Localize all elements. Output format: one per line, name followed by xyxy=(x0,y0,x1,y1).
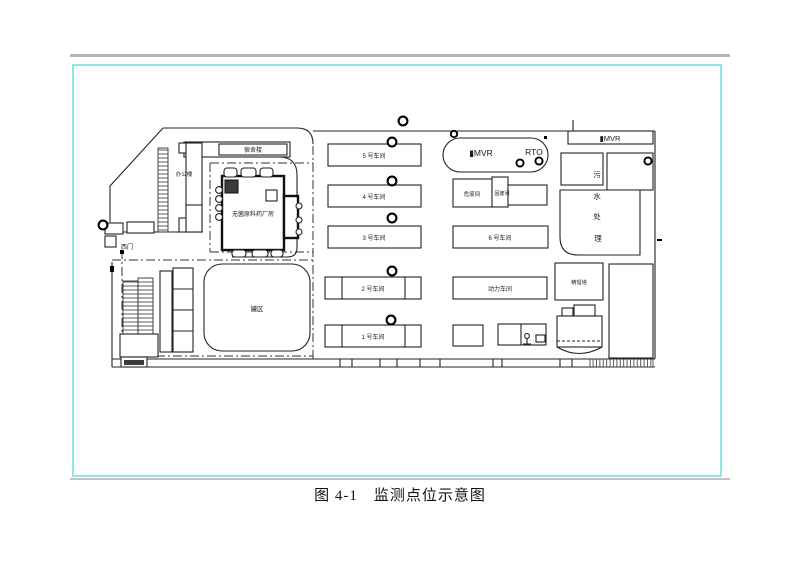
dormitory-building xyxy=(183,141,291,158)
site-plan-drawing: 西门 宿舍楼 办公楼 xyxy=(97,115,662,368)
distillation-tower-label: 精馏塔 xyxy=(571,278,587,286)
dormitory-label: 宿舍楼 xyxy=(244,146,262,154)
workshop-5-building xyxy=(327,143,422,167)
workshop-2-label: 2 号车间 xyxy=(361,285,384,293)
mvr-building-label: ▮MVR xyxy=(600,134,621,143)
workshop-6-building xyxy=(452,225,549,249)
boundary-node-dots xyxy=(110,136,662,272)
site-boundary xyxy=(109,120,656,368)
workshop-2-building xyxy=(324,276,422,300)
sewage-treatment-label: 污 水 处 理 xyxy=(593,170,602,243)
monitoring-point xyxy=(386,265,398,277)
monitoring-point xyxy=(449,129,459,139)
tower-auxiliary-building xyxy=(556,304,603,355)
workshop-6-label: 6 号车间 xyxy=(488,234,511,242)
solid-waste-label: 固废间 xyxy=(494,190,509,197)
workshop-1-building xyxy=(324,324,422,348)
sterile-api-plant xyxy=(215,167,303,258)
svg-text:处: 处 xyxy=(593,211,601,221)
workshop-3-label: 3 号车间 xyxy=(362,234,385,242)
waste-rooms-building xyxy=(452,176,548,208)
top-divider xyxy=(70,54,730,57)
workshop-1-label: 1 号车间 xyxy=(361,333,384,341)
tank-area xyxy=(203,263,311,352)
pump-house xyxy=(497,323,547,346)
west-gate-label: 西门 xyxy=(121,243,133,251)
workshop-5-label: 5 号车间 xyxy=(362,152,385,160)
road-tick-marks xyxy=(339,359,573,367)
tank-area-label: 罐区 xyxy=(251,304,264,313)
monitoring-point xyxy=(643,156,653,166)
mvr-building xyxy=(567,130,654,145)
distillation-tower-building xyxy=(554,262,604,301)
monitoring-point xyxy=(386,175,398,187)
monitoring-points xyxy=(97,115,653,326)
svg-text:理: 理 xyxy=(594,234,602,243)
bottom-left-structures xyxy=(119,267,194,368)
hatched-road-strip xyxy=(589,358,654,368)
hazardous-waste-label: 危废间 xyxy=(464,190,480,198)
workshop-4-label: 4 号车间 xyxy=(362,193,385,201)
workshop-3-building xyxy=(327,225,422,249)
sewage-treatment-area xyxy=(559,152,654,256)
monitoring-point xyxy=(386,212,398,224)
monitoring-point xyxy=(515,158,525,168)
mvr-unit-label: ▮MVR xyxy=(469,148,493,158)
office-stairs xyxy=(157,147,169,233)
monitoring-point xyxy=(397,115,409,127)
office-building xyxy=(178,142,203,233)
right-strip-building xyxy=(608,263,654,359)
figure-caption: 图 4-1 监测点位示意图 xyxy=(314,488,486,504)
workshop-4-building xyxy=(327,184,422,208)
svg-text:污: 污 xyxy=(593,170,601,179)
power-workshop-building xyxy=(452,276,548,300)
power-workshop-label: 动力车间 xyxy=(488,285,512,293)
svg-text:水: 水 xyxy=(593,191,601,201)
monitoring-point xyxy=(534,156,544,166)
monitoring-point xyxy=(385,314,397,326)
rto-unit-label: RTO xyxy=(525,147,543,157)
monitoring-point xyxy=(97,219,109,231)
sterile-api-plant-label: 无菌原料药厂房 xyxy=(232,210,274,218)
bottom-divider xyxy=(70,478,730,480)
aux-building xyxy=(452,324,484,347)
monitoring-point xyxy=(386,136,398,148)
office-label: 办公楼 xyxy=(176,170,193,178)
